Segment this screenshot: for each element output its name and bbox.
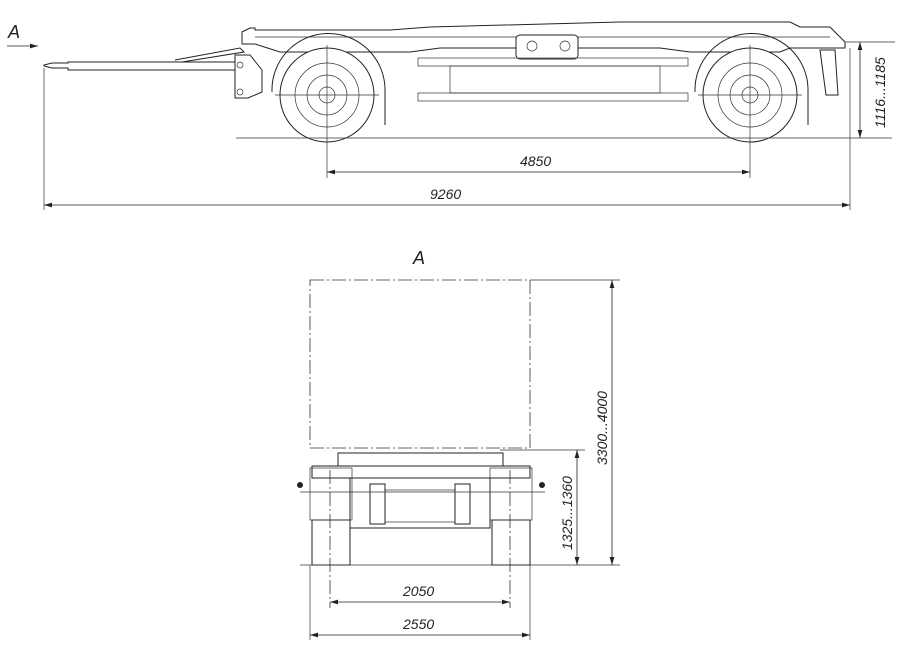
rear-view: A 2050 2550 132 bbox=[297, 248, 620, 640]
rear-view-title: A bbox=[412, 248, 425, 268]
chassis-frame bbox=[241, 21, 846, 102]
view-direction-label: A bbox=[7, 22, 20, 42]
side-view: A bbox=[7, 21, 895, 210]
track-width-label: 2050 bbox=[402, 583, 434, 599]
right-wheel bbox=[489, 467, 533, 566]
rear-underrun-bracket bbox=[819, 49, 839, 96]
rear-chassis bbox=[297, 452, 545, 529]
left-wheel bbox=[309, 467, 353, 566]
drawbar bbox=[43, 47, 263, 99]
rear-wheel bbox=[694, 32, 809, 143]
platform-height-label: 1325...1360 bbox=[559, 476, 575, 550]
overall-length-label: 9260 bbox=[430, 186, 461, 202]
front-wheel bbox=[271, 32, 386, 143]
load-height-label: 3300...4000 bbox=[594, 391, 610, 465]
container-outline bbox=[309, 279, 531, 449]
wheelbase-label: 4850 bbox=[520, 153, 551, 169]
coupling-height-label: 1116...1185 bbox=[872, 57, 888, 128]
overall-width-label: 2550 bbox=[402, 616, 434, 632]
